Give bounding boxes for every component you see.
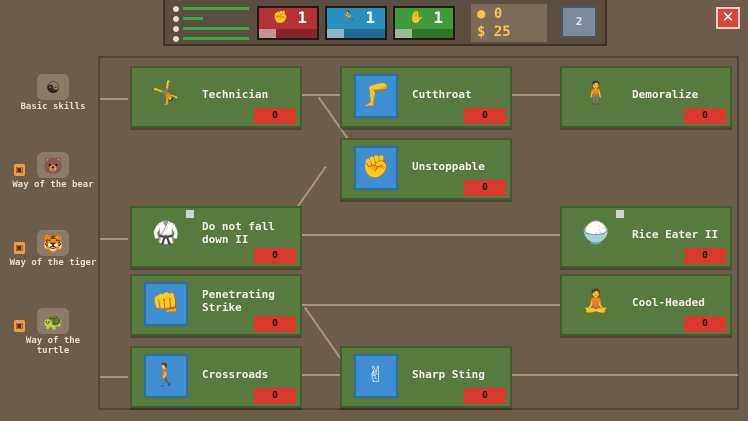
skill-card-crossroads[interactable]: 🚶 Crossroads 0 (130, 346, 302, 408)
cost-badge: 0 (464, 108, 506, 124)
fighter-sprite-icon: 🧍 (582, 81, 610, 106)
cost-badge: 0 (684, 108, 726, 124)
currency-panel: ● 0 $ 25 (471, 4, 547, 42)
yin-yang-icon: ☯ (37, 74, 69, 100)
skill-card-unstoppable[interactable]: ✊ Unstoppable 0 (340, 138, 512, 200)
skill-card-technician[interactable]: 🤸 Technician 0 (130, 66, 302, 128)
connector-line (512, 94, 560, 96)
kick-icon: 🦵 (354, 74, 398, 118)
tiger-icon: 🐯 (37, 230, 69, 256)
strike-icon: 👊 (144, 282, 188, 326)
bear-icon: 🐻 (37, 152, 69, 178)
skill-card-do-not-fall-down-ii[interactable]: 🥋 Do not fall down II 0 (130, 206, 302, 268)
fighter-sprite-icon: 🥋 (152, 221, 180, 246)
fighter-sprite-icon: 🍚 (582, 221, 610, 246)
attribute-bars (173, 4, 255, 44)
lock-icon: ▣ (14, 164, 25, 176)
sidebar-item-way-of-the-bear[interactable]: ▣ 🐻 Way of the bear (8, 152, 98, 218)
skill-tree: 🤸 Technician 0 🦵 Cutthroat 0 🧍 Demoraliz… (98, 56, 739, 410)
skill-card-sharp-sting[interactable]: ✌ Sharp Sting 0 (340, 346, 512, 408)
sting-icon: ✌ (354, 354, 398, 398)
sidebar-item-basic-skills[interactable]: ☯ Basic skills (8, 74, 98, 140)
close-button[interactable]: ✕ (716, 7, 740, 29)
cost-badge: 0 (464, 180, 506, 196)
sidebar-item-way-of-the-tiger[interactable]: ▣ 🐯 Way of the tiger (8, 230, 98, 296)
connector-line (302, 94, 340, 96)
connector-line (302, 234, 560, 236)
agility-stat: 🏃 1 (325, 6, 387, 40)
coin-icon: ● (477, 6, 486, 22)
shield-fist-icon: ✊ (354, 146, 398, 190)
connector-line (512, 374, 738, 376)
technique-stat: ✋ 1 (393, 6, 455, 40)
fist-icon: ✊ (273, 10, 288, 24)
attribute-bar (173, 34, 255, 43)
crossroads-icon: 🚶 (144, 354, 188, 398)
skill-card-cutthroat[interactable]: 🦵 Cutthroat 0 (340, 66, 512, 128)
hand-icon: ✋ (409, 10, 424, 24)
cost-badge: 0 (254, 108, 296, 124)
upgrade-marker-icon (616, 210, 624, 218)
turtle-icon: 🐢 (37, 308, 69, 334)
attribute-dot-icon (173, 5, 179, 12)
lock-icon: ▣ (14, 242, 25, 254)
fighter-sprite-icon: 🧘 (582, 289, 610, 314)
attribute-bar (173, 14, 255, 23)
top-hud: ✊ 1 🏃 1 ✋ 1 ● 0 $ 25 2 (163, 0, 607, 46)
connector-line (100, 376, 128, 378)
upgrade-marker-icon (186, 210, 194, 218)
connector-line (100, 238, 128, 240)
strength-stat: ✊ 1 (257, 6, 319, 40)
attribute-bar (173, 24, 255, 33)
cost-badge: 0 (684, 248, 726, 264)
skill-card-demoralize[interactable]: 🧍 Demoralize 0 (560, 66, 732, 128)
skill-card-penetrating-strike[interactable]: 👊 Penetrating Strike 0 (130, 274, 302, 336)
cost-badge: 0 (684, 316, 726, 332)
connector-line (302, 304, 560, 306)
attribute-dot-icon (173, 15, 179, 22)
cost-badge: 0 (254, 316, 296, 332)
money-icon: $ (477, 24, 486, 40)
figure-icon: 🏃 (341, 10, 356, 24)
attribute-dot-icon (173, 35, 179, 42)
cost-badge: 0 (464, 388, 506, 404)
connector-line (302, 374, 340, 376)
scroll-button[interactable]: 2 (561, 6, 597, 38)
skill-card-rice-eater-ii[interactable]: 🍚 Rice Eater II 0 (560, 206, 732, 268)
connector-line (100, 98, 128, 100)
skill-card-cool-headed[interactable]: 🧘 Cool-Headed 0 (560, 274, 732, 336)
attribute-dot-icon (173, 25, 179, 32)
close-icon: ✕ (721, 8, 735, 26)
cost-badge: 0 (254, 388, 296, 404)
fighter-sprite-icon: 🤸 (152, 81, 180, 106)
lock-icon: ▣ (14, 320, 25, 332)
cost-badge: 0 (254, 248, 296, 264)
sidebar-item-way-of-the-turtle[interactable]: ▣ 🐢 Way of the turtle (8, 308, 98, 374)
attribute-bar (173, 4, 255, 13)
skill-path-sidebar: ☯ Basic skills ▣ 🐻 Way of the bear ▣ 🐯 W… (8, 62, 98, 374)
